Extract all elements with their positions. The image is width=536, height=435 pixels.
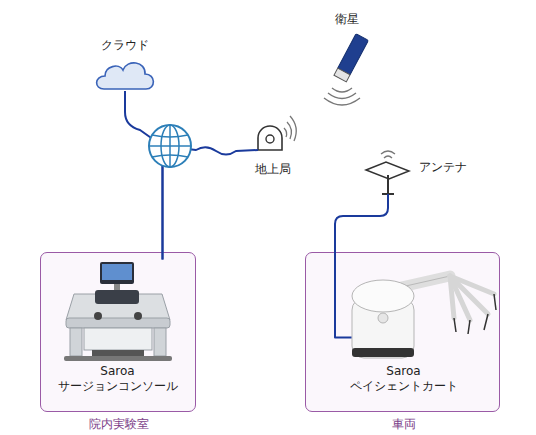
sat-node: 衛星 xyxy=(312,8,382,106)
ground-station-icon xyxy=(248,112,298,156)
patient-cart-illustration xyxy=(338,258,498,364)
node-label: 衛星 xyxy=(312,12,382,27)
network-globe xyxy=(149,125,191,167)
node-label: 地上局 xyxy=(238,162,308,177)
station-node: 地上局 xyxy=(248,112,298,180)
console-node: Saroa サージョンコンソール xyxy=(50,260,186,406)
node-label: クラウド xyxy=(82,38,168,53)
network-cable xyxy=(125,91,163,260)
node-label: アンテナ xyxy=(414,160,472,175)
group-caption: 院内実験室 xyxy=(41,417,197,432)
node-label: Saroa サージョンコンソール xyxy=(50,364,186,394)
cloud-shape xyxy=(92,58,158,94)
antenna-dish xyxy=(362,150,414,198)
location-group-box: 院内実験室Saroa サージョンコンソール xyxy=(40,252,196,412)
network-cable xyxy=(163,146,259,260)
node-label: Saroa ペイシェントカート xyxy=(338,364,470,394)
location-group-box: 車両Saroa ペイシェントカート xyxy=(305,252,500,412)
antenna-node: アンテナ xyxy=(362,150,472,198)
surgeon-console-illustration xyxy=(50,260,186,364)
cloud-node: クラウド xyxy=(92,36,158,94)
cart-node: Saroa ペイシェントカート xyxy=(338,258,498,406)
satellite-icon xyxy=(312,30,382,108)
group-caption: 車両 xyxy=(306,417,501,432)
